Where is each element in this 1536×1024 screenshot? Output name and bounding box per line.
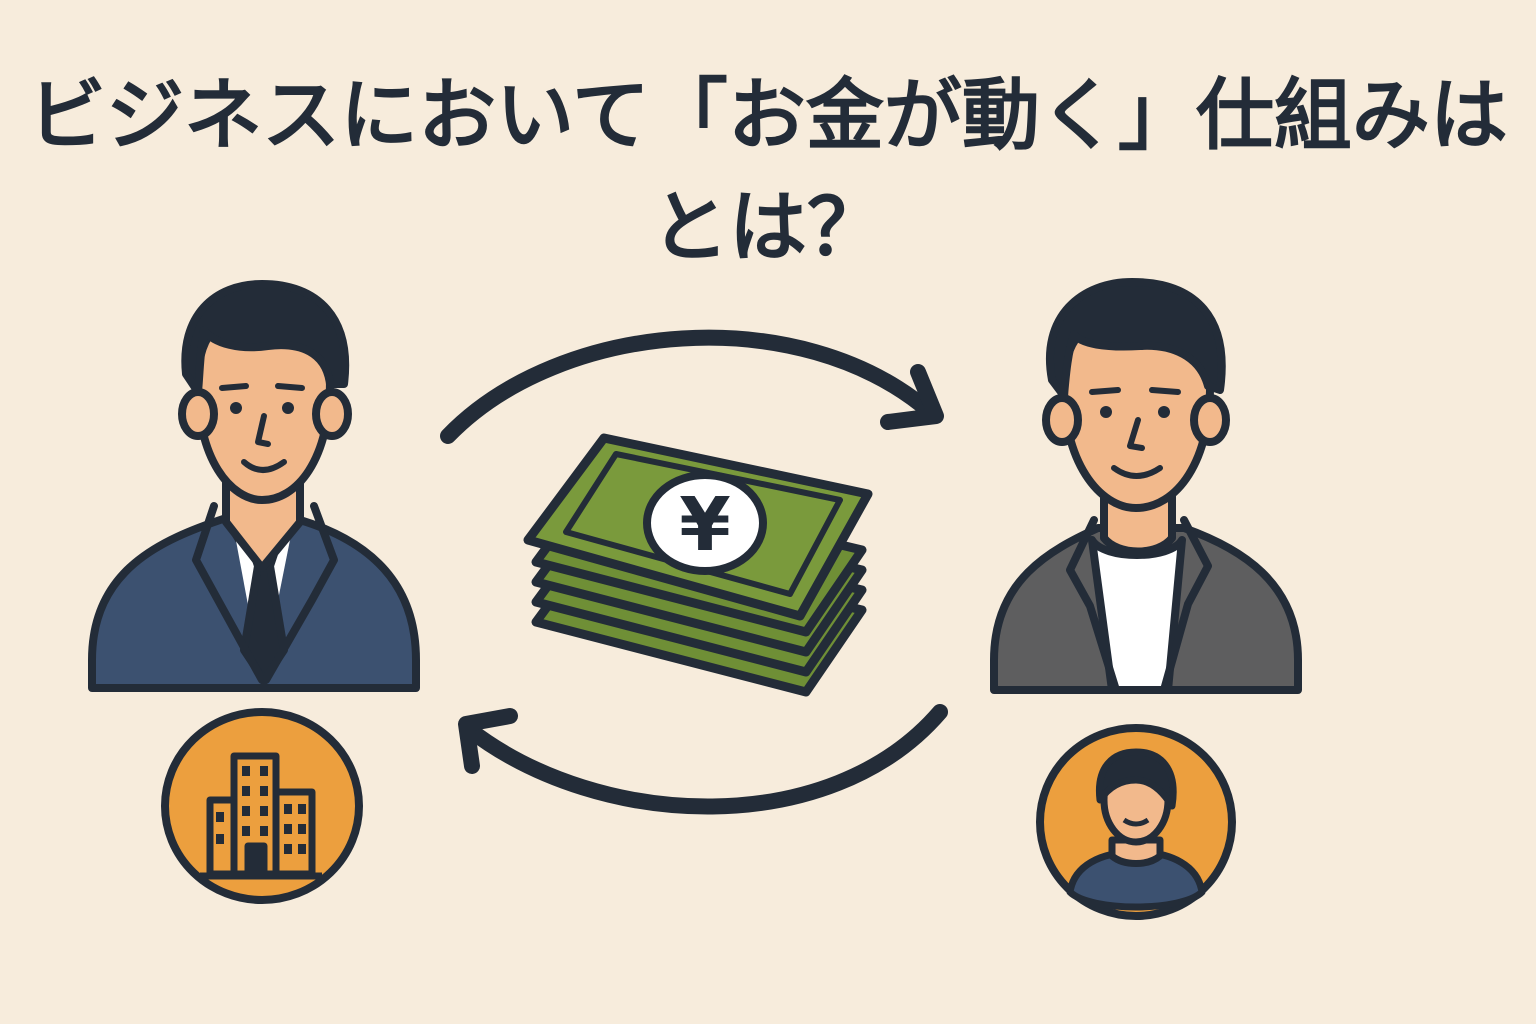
left-eye <box>1100 406 1112 418</box>
nose <box>255 413 271 447</box>
title-line-1: ビジネスにおいて「お金が動く」仕組みは <box>28 71 1508 161</box>
company-badge <box>161 708 363 904</box>
hair <box>1046 278 1226 400</box>
left-brow <box>1089 387 1121 395</box>
businessman-left <box>88 280 420 692</box>
left-eye <box>230 402 242 414</box>
right-ear <box>312 388 352 440</box>
t-shirt <box>1088 536 1186 694</box>
office-building-icon <box>200 752 322 880</box>
right-brow <box>1149 387 1181 395</box>
arrow-to-left <box>458 704 948 815</box>
person-right <box>990 278 1302 694</box>
nose <box>1127 417 1145 451</box>
individual-badge <box>1036 724 1236 920</box>
person-icon <box>1066 748 1206 911</box>
right-lapel <box>1160 516 1212 694</box>
right-brow <box>275 383 305 391</box>
right-eye <box>282 402 294 414</box>
left-lapel <box>1066 516 1120 694</box>
yen-symbol: ¥ <box>679 482 731 568</box>
mouth <box>1111 465 1163 479</box>
arrow-to-right <box>440 329 944 444</box>
money-stack: ¥ <box>523 433 873 697</box>
hair <box>181 280 350 396</box>
left-lapel <box>192 502 266 684</box>
mouth <box>241 459 287 473</box>
page-title: ビジネスにおいて「お金が動く」仕組みは とは？ <box>0 60 1536 284</box>
coin-circle <box>643 471 767 575</box>
right-eye <box>1158 406 1170 418</box>
right-lapel <box>262 502 338 684</box>
right-ear <box>1190 394 1230 446</box>
left-brow <box>219 383 249 391</box>
left-ear <box>1042 394 1082 446</box>
title-line-2: とは？ <box>650 183 885 273</box>
left-ear <box>178 388 218 440</box>
